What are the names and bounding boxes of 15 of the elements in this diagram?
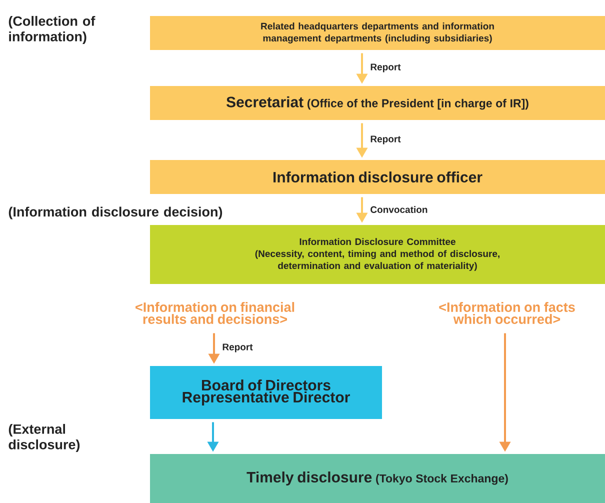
stage-label: (External disclosure)	[8, 424, 80, 452]
stage-label: (Information disclosure decision)	[8, 206, 222, 220]
stage-label: (Collection of information)	[8, 16, 96, 44]
category-heading: <Information on financial results and decisions>	[136, 302, 294, 324]
edge-label: Report	[221, 342, 254, 354]
edge-label: Convocation	[369, 205, 429, 214]
process-box: Information disclosure officer	[150, 160, 605, 194]
committee-box: Information Disclosure Committee (Necessity, content, timing and method of disclosure, determination and evaluation of materiality)	[150, 225, 605, 284]
edge-label: Report	[369, 134, 402, 146]
process-box: Related headquarters departments and information management departments (including subsidiaries)	[150, 16, 605, 50]
output-box: Timely disclosure (Tokyo Stock Exchange)	[150, 454, 605, 503]
decision-box: Board of Directors Representative Director	[150, 366, 382, 419]
edge-label: Report	[369, 62, 402, 74]
category-heading: <Information on facts which occurred>	[439, 302, 575, 324]
process-box: Secretariat (Office of the President [in charge of IR])	[150, 86, 605, 120]
